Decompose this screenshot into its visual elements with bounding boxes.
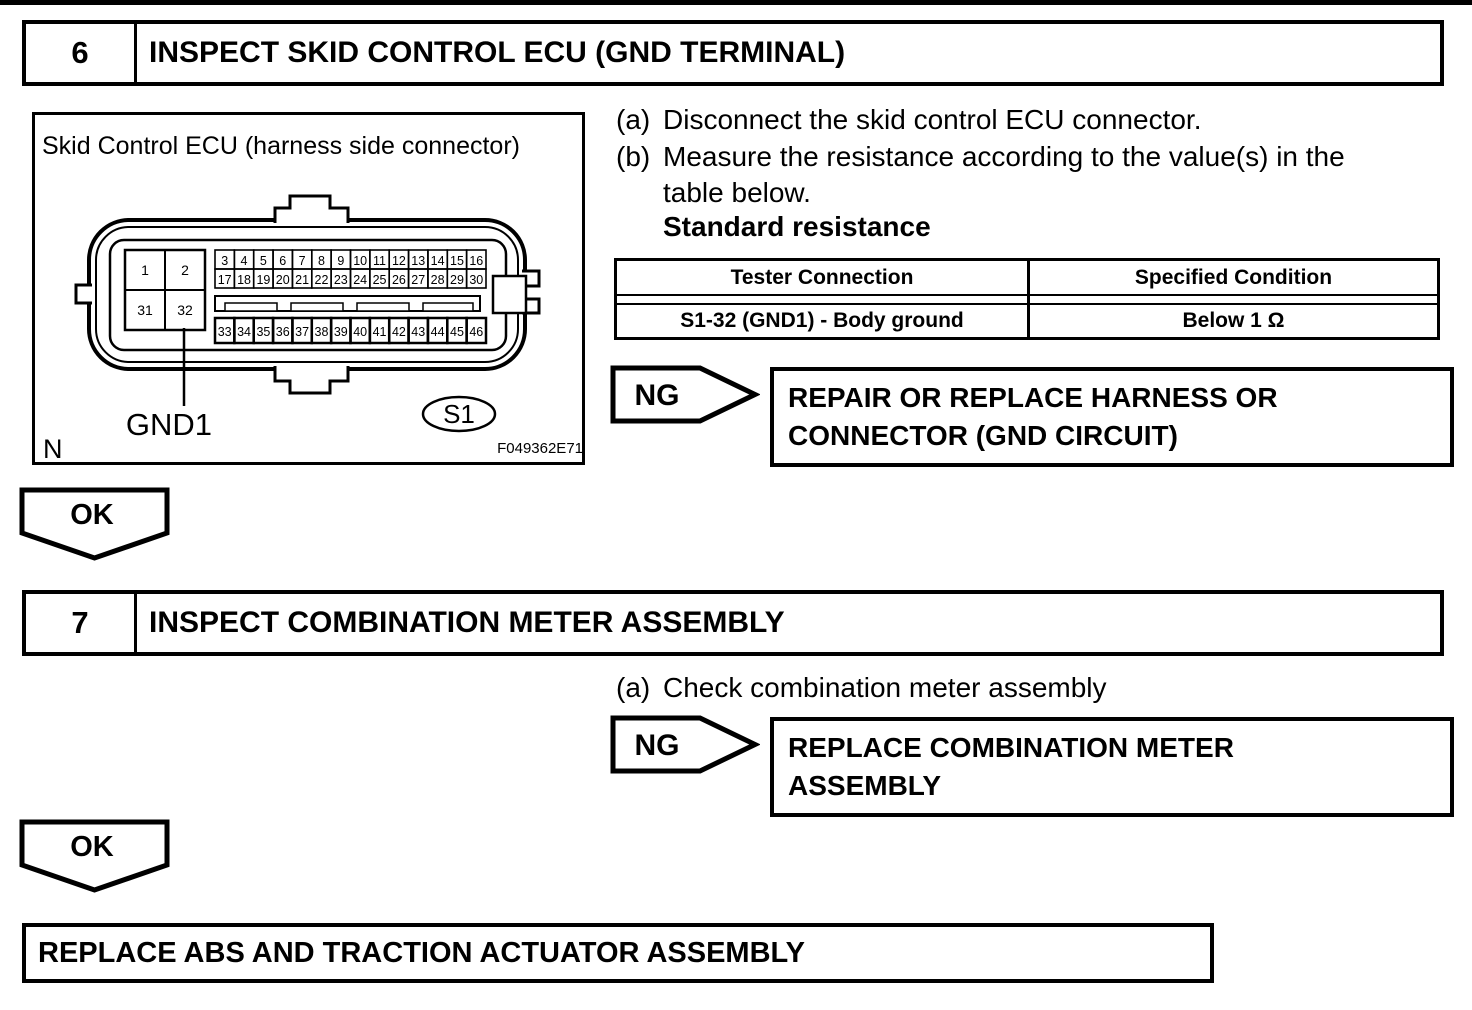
action-line: REPLACE COMBINATION METER (788, 732, 1234, 763)
pin-number: 27 (411, 273, 425, 287)
standard-resistance-heading: Standard resistance (663, 211, 931, 242)
final-action-box: REPLACE ABS AND TRACTION ACTUATOR ASSEMB… (22, 923, 1214, 983)
ok-label: OK (70, 831, 114, 863)
step7-instruction-a: (a) Check combination meter assembly (616, 670, 1446, 706)
pin-number: 44 (431, 325, 445, 339)
instruction-text: Measure the resistance according to the … (663, 141, 1345, 172)
pin-number: 8 (318, 254, 325, 268)
ng-flag-step6: NG (610, 365, 760, 424)
pin-number: 15 (450, 254, 464, 268)
pin-number: 34 (237, 325, 251, 339)
pin-number: 43 (411, 325, 425, 339)
pin-number: 40 (353, 325, 367, 339)
step7-ng-action-box: REPLACE COMBINATION METER ASSEMBLY (770, 717, 1454, 817)
pin-number: 29 (450, 273, 464, 287)
ok-flag-step7: OK (19, 819, 170, 893)
step6-title: INSPECT SKID CONTROL ECU (GND TERMINAL) (149, 36, 846, 69)
table-double-rule (617, 294, 1437, 305)
step7-number: 7 (26, 594, 137, 652)
instruction-marker: (a) (616, 104, 651, 135)
pin-number: 3 (221, 254, 228, 268)
pin-number: 37 (295, 325, 309, 339)
pin-number: 14 (431, 254, 445, 268)
tester-connection-value: S1-32 (GND1) - Body ground (617, 305, 1030, 337)
pin-number: 45 (450, 325, 464, 339)
gnd1-pin-label: GND1 (126, 407, 212, 442)
pin-number: 23 (334, 273, 348, 287)
pin-number: 42 (392, 325, 406, 339)
step6-instruction-b: (b) Measure the resistance according to … (616, 139, 1446, 211)
pin-number: 12 (392, 254, 406, 268)
connector-diagram-box: Skid Control ECU (harness side connector… (32, 112, 585, 465)
pin-number: 46 (469, 325, 483, 339)
figure-code: F049362E71 (497, 440, 582, 457)
instruction-marker: (a) (616, 672, 651, 703)
pin-number: 17 (218, 273, 232, 287)
instruction-text: Check combination meter assembly (663, 672, 1107, 703)
pin-number: 33 (218, 325, 232, 339)
pin-number: 25 (373, 273, 387, 287)
step6-number: 6 (26, 24, 137, 82)
pin-number: 36 (276, 325, 290, 339)
pin-number: 20 (276, 273, 290, 287)
pin-number: 16 (469, 254, 483, 268)
pin-number: 21 (295, 273, 309, 287)
instruction-text: table below. (663, 177, 811, 208)
instruction-text: Disconnect the skid control ECU connecto… (663, 104, 1202, 135)
pin-number: 13 (411, 254, 425, 268)
step6-ng-action-box: REPAIR OR REPLACE HARNESS OR CONNECTOR (… (770, 367, 1454, 467)
pin-number: 2 (181, 262, 189, 278)
pin-number: 26 (392, 273, 406, 287)
pin-number: 28 (431, 273, 445, 287)
pin-number: 32 (177, 302, 193, 318)
pin-number: 31 (137, 302, 153, 318)
ok-label: OK (70, 499, 114, 531)
pin-number: 41 (373, 325, 387, 339)
connector-code-label: S1 (443, 399, 475, 429)
pin-number: 9 (337, 254, 344, 268)
ok-flag-step6: OK (19, 487, 170, 561)
pin-number: 38 (315, 325, 329, 339)
pin-number: 35 (256, 325, 270, 339)
pin-number: 10 (353, 254, 367, 268)
table-row: S1-32 (GND1) - Body ground Below 1 Ω (617, 305, 1437, 337)
pin-number: 30 (469, 273, 483, 287)
page-top-rule (0, 0, 1472, 5)
resistance-table: Tester Connection Specified Condition S1… (614, 258, 1440, 340)
pin-number: 1 (141, 262, 149, 278)
action-line: REPAIR OR REPLACE HARNESS OR (788, 382, 1278, 413)
ng-flag-step7: NG (610, 715, 760, 774)
pin-number: 7 (299, 254, 306, 268)
pin-number: 5 (260, 254, 267, 268)
step6-instruction-a: (a) Disconnect the skid control ECU conn… (616, 102, 1446, 138)
pin-number: 19 (256, 273, 270, 287)
pin-number: 39 (334, 325, 348, 339)
pin-number: 24 (353, 273, 367, 287)
ng-label: NG (635, 729, 680, 762)
pin-number: 11 (373, 254, 386, 268)
pin-number: 4 (241, 254, 248, 268)
final-action-text: REPLACE ABS AND TRACTION ACTUATOR ASSEMB… (38, 936, 805, 969)
table-header-tester-connection: Tester Connection (617, 261, 1030, 294)
step6-header: 6 INSPECT SKID CONTROL ECU (GND TERMINAL… (22, 20, 1444, 86)
table-header-specified-condition: Specified Condition (1134, 265, 1333, 289)
step7-header: 7 INSPECT COMBINATION METER ASSEMBLY (22, 590, 1444, 656)
action-line: ASSEMBLY (788, 770, 942, 801)
step7-title: INSPECT COMBINATION METER ASSEMBLY (149, 606, 785, 639)
pin-number: 6 (279, 254, 286, 268)
pin-number: 22 (315, 273, 329, 287)
table-header-row: Tester Connection Specified Condition (617, 261, 1437, 294)
ng-label: NG (635, 379, 680, 412)
diagram-caption: Skid Control ECU (harness side connector… (42, 132, 520, 160)
diagram-corner-letter: N (43, 434, 63, 462)
pin-number: 18 (237, 273, 251, 287)
action-line: CONNECTOR (GND CIRCUIT) (788, 420, 1178, 451)
specified-condition-value: Below 1 Ω (1182, 309, 1285, 332)
instruction-marker: (b) (616, 141, 651, 172)
